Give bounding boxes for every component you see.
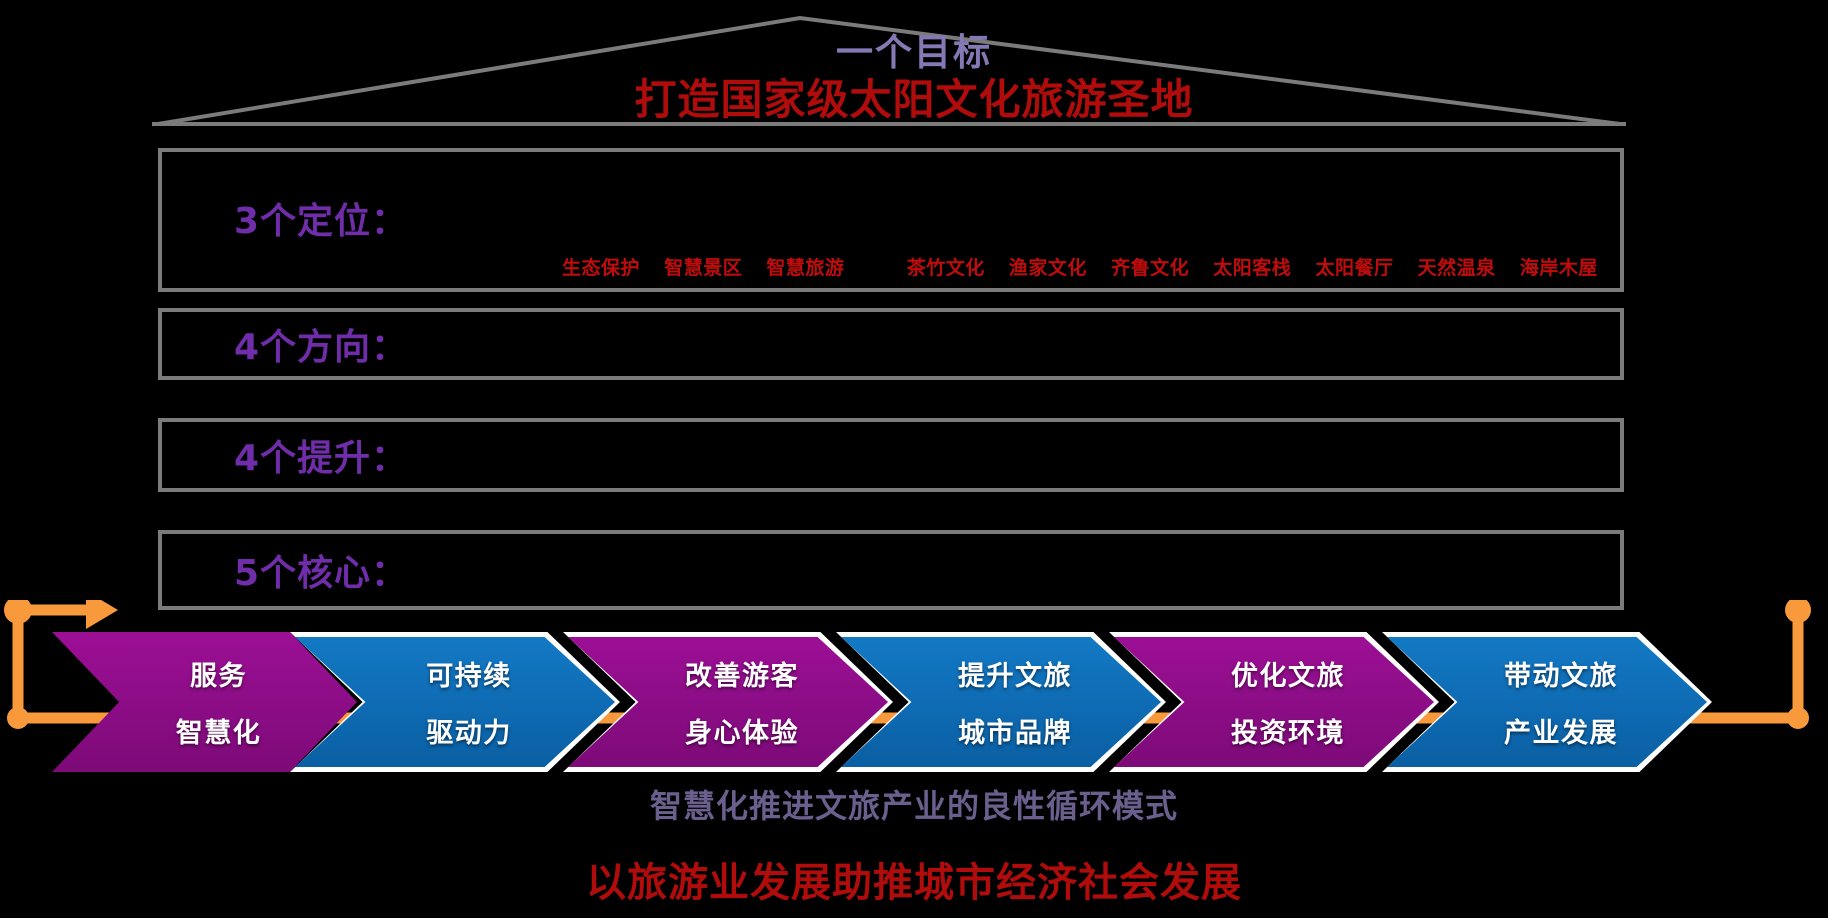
chevron-body: 改善游客 身心体验 (568, 637, 888, 767)
chevron-line-1: 改善游客 (685, 661, 799, 692)
chevron-step-1[interactable]: 服务 智慧化 (52, 632, 382, 772)
band-label-cores: 5个核心： (234, 553, 409, 594)
chevron-line-2: 产业发展 (1504, 718, 1618, 749)
goal-title: 打造国家级太阳文化旅游圣地 (634, 75, 1194, 124)
chevron-step-3[interactable]: 改善游客 身心体验 (563, 632, 893, 772)
band-positioning: 3个定位： 生态保护 智慧景区 智慧旅游 茶竹文化 渔家文化 齐鲁文化 太阳客栈… (158, 148, 1624, 292)
tag-item: 齐鲁文化 (1111, 257, 1190, 279)
band-cores: 5个核心： (158, 530, 1624, 610)
chevron-line-2: 驱动力 (426, 718, 512, 749)
tag-item: 智慧旅游 (766, 257, 845, 279)
chevron-line-2: 身心体验 (685, 718, 799, 749)
chevron-line-2: 智慧化 (175, 718, 262, 749)
chevron-step-6[interactable]: 带动文旅 产业发展 (1382, 632, 1712, 772)
chevron-line-1: 可持续 (426, 661, 512, 692)
band-label-directions: 4个方向： (234, 327, 409, 368)
chevron-step-2[interactable]: 可持续 驱动力 (290, 632, 620, 772)
chevron-line-1: 提升文旅 (958, 661, 1072, 692)
chevron-line-1: 服务 (190, 661, 247, 692)
tag-item: 天然温泉 (1417, 257, 1496, 279)
tag-item: 智慧景区 (664, 257, 743, 279)
band-label-improvements: 4个提升： (234, 438, 409, 479)
chevron-line-2: 城市品牌 (958, 718, 1072, 749)
tag-item: 生态保护 (562, 257, 641, 279)
chevron-line-2: 投资环境 (1231, 718, 1345, 749)
slogan-caption: 以旅游业发展助推城市经济社会发展 (586, 860, 1242, 906)
tag-item: 太阳餐厅 (1315, 257, 1394, 279)
tag-item: 太阳客栈 (1213, 257, 1292, 279)
band-improvements: 4个提升： (158, 418, 1624, 492)
chevron-line-1: 优化文旅 (1231, 661, 1345, 692)
tag-item: 渔家文化 (1008, 257, 1087, 279)
band-directions: 4个方向： (158, 308, 1624, 380)
chevron-step-4[interactable]: 提升文旅 城市品牌 (836, 632, 1166, 772)
chevron-step-5[interactable]: 优化文旅 投资环境 (1109, 632, 1439, 772)
tag-row: 生态保护 智慧景区 智慧旅游 茶竹文化 渔家文化 齐鲁文化 太阳客栈 太阳餐厅 … (562, 253, 1598, 280)
chevron-body: 带动文旅 产业发展 (1387, 637, 1707, 767)
cycle-caption: 智慧化推进文旅产业的良性循环模式 (649, 787, 1178, 825)
process-chevron-strip: 服务 智慧化 可持续 驱动力 改善游客 身心体验 提升文旅 城市品牌 优化文旅 … (52, 632, 1754, 772)
tag-item: 海岸木屋 (1519, 257, 1598, 279)
roof-shape (0, 0, 1828, 130)
tag-item: 茶竹文化 (906, 257, 985, 279)
band-label-positioning: 3个定位： (234, 201, 409, 242)
chevron-line-1: 带动文旅 (1504, 661, 1618, 692)
goal-label: 一个目标 (836, 31, 992, 74)
